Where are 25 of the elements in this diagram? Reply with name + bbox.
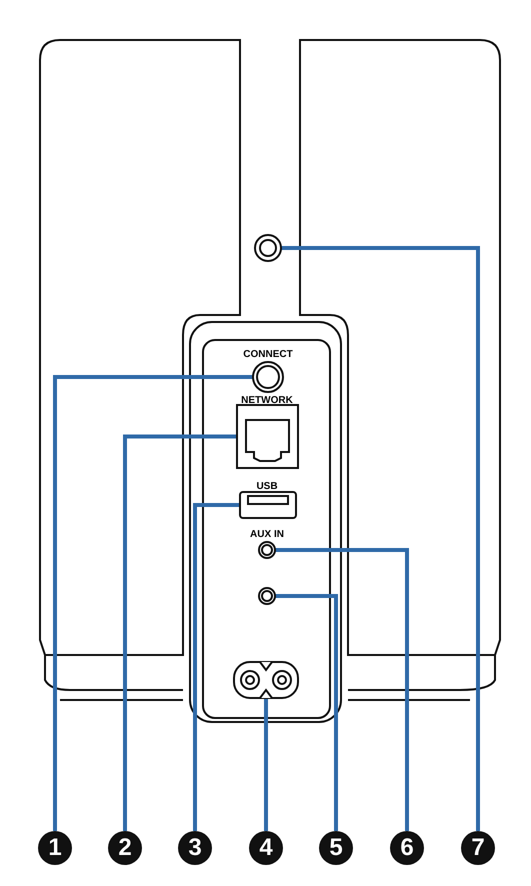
callout-number: 3 <box>178 831 212 865</box>
callout-number: 2 <box>108 831 142 865</box>
callout-number: 5 <box>319 831 353 865</box>
ethernet-port <box>236 404 299 469</box>
port-label: NETWORK <box>241 395 293 406</box>
port-label: USB <box>256 481 278 492</box>
power-inlet <box>233 661 299 699</box>
callout-number: 1 <box>38 831 72 865</box>
leader-line <box>53 375 253 831</box>
audio-jack <box>258 587 276 605</box>
port-label: AUX IN <box>250 529 284 540</box>
usb-port <box>239 491 297 519</box>
port-label: CONNECT <box>243 349 293 360</box>
callout-number: 7 <box>461 831 495 865</box>
leader-line <box>123 434 237 831</box>
callout-number: 4 <box>249 831 283 865</box>
callout-number: 6 <box>390 831 424 865</box>
leader-line <box>281 246 480 831</box>
leader-line <box>275 548 409 831</box>
round-button <box>252 361 284 393</box>
leader-line <box>275 594 338 831</box>
leader-line <box>193 503 240 831</box>
mounting-hole <box>254 234 282 262</box>
leader-line <box>264 698 268 831</box>
audio-jack <box>258 541 276 559</box>
